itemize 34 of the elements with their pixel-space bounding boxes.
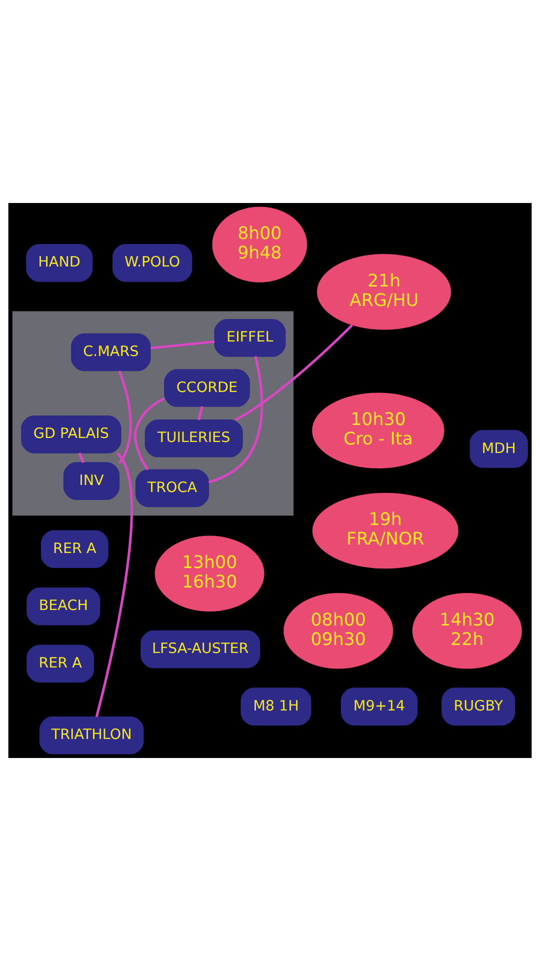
node-ellipse: 10h30 Cro - Ita [312, 392, 444, 468]
node-box: TROCA [135, 468, 210, 507]
node-box: CCORDE [164, 368, 250, 406]
node-box: C.MARS [71, 332, 151, 371]
node-box: MDH [470, 430, 528, 468]
node-box: EIFFEL [214, 318, 286, 356]
node-box: INV [63, 462, 120, 500]
node-box: RER A [26, 644, 94, 682]
node-ellipse: 13h00 16h30 [154, 535, 264, 612]
node-box: LFSA-AUSTER [140, 630, 260, 668]
connector [134, 396, 165, 470]
node-ellipse: 8h00 9h48 [212, 206, 308, 282]
node-box: W.POLO [112, 244, 192, 282]
node-ellipse: 19h FRA/NOR [312, 492, 458, 568]
node-box: HAND [26, 244, 93, 282]
node-box: BEACH [26, 586, 100, 625]
connector [78, 452, 85, 463]
node-box: TRIATHLON [39, 716, 144, 754]
connector [150, 340, 215, 349]
node-box: RUGBY [442, 687, 516, 725]
cluster [12, 310, 294, 516]
node-ellipse: 08h00 09h30 [284, 592, 394, 668]
connector [197, 406, 204, 420]
node-box: M8 1H [240, 687, 312, 725]
node-box: TUILERIES [144, 419, 243, 457]
node-box: M9+14 [340, 687, 418, 725]
connector [95, 452, 133, 717]
node-ellipse: 21h ARG/HU [316, 254, 452, 330]
node-ellipse: 14h30 22h [412, 592, 522, 668]
node-box: RER A [40, 530, 108, 568]
connector [234, 324, 354, 420]
node-box: GD PALAIS [21, 415, 122, 453]
connector [118, 370, 132, 464]
connector [208, 356, 264, 484]
